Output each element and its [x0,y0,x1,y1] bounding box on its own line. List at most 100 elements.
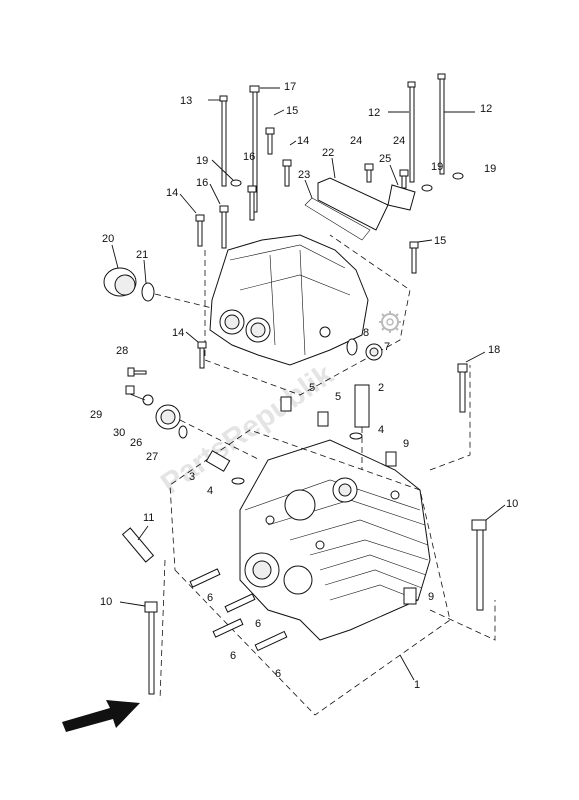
callout-5-b: 5 [335,391,341,403]
bolt-24-a [364,163,374,183]
callout-30: 30 [113,427,125,439]
bolt-16-top [247,185,257,221]
front-direction-arrow-icon [62,700,140,732]
bolt-guide-right [429,365,471,471]
cap-20 [103,244,137,297]
sensor-11 [121,525,155,563]
bolt-14-lower [185,331,207,369]
dowel-9-bottom [403,587,417,605]
callout-15-top: 15 [286,105,298,117]
oring-27 [178,425,188,439]
callout-25: 25 [379,153,391,165]
callout-18: 18 [488,344,500,356]
leader-1 [399,654,415,681]
callout-9-top: 9 [403,438,409,450]
callout-20: 20 [102,233,114,245]
bolt-24-b [399,169,409,189]
bolt-18 [457,351,486,413]
callout-13: 13 [180,95,192,107]
bolt-29 [125,385,146,401]
callout-14-left: 14 [166,187,178,199]
callout-5-a: 5 [309,382,315,394]
cylinder-head-cover [209,234,369,366]
callout-8: 8 [363,327,369,339]
clip-4-right [349,432,363,440]
callout-22: 22 [322,147,334,159]
washer-30 [142,394,154,406]
pin-5-a [280,396,292,412]
bolt-15-right [409,239,433,274]
bolt-17 [249,85,280,213]
washer-19-right [421,172,464,192]
callout-11: 11 [143,512,154,524]
callout-10-right: 10 [506,498,518,510]
callout-2: 2 [378,382,384,394]
bolt-10-right [471,504,506,611]
gasket-22 [317,157,389,231]
callout-17: 17 [284,81,296,93]
bolt-guide-left [159,559,166,701]
leader-26 [179,419,261,461]
callout-24-b: 24 [393,135,405,147]
bolt-guide-right2 [429,600,496,641]
callout-28: 28 [116,345,128,357]
head-boundary [169,429,451,716]
stud-6-a [189,568,221,588]
callout-7: 7 [384,341,390,353]
callout-27: 27 [146,451,158,463]
stud-6-c [212,618,244,638]
guide-2 [354,384,370,470]
stud-6-d [254,630,288,652]
gear-icon [379,311,401,333]
callout-6-c: 6 [230,650,236,662]
bolt-10-left [119,601,158,695]
washer-19-left [211,159,242,187]
oring-8 [346,338,358,356]
bolt-16-mid [209,183,229,249]
callout-19-mid: 19 [431,161,443,173]
bolt-12-left [388,81,416,183]
callout-4-left: 4 [207,485,213,497]
callout-1: 1 [414,679,420,691]
callout-26: 26 [130,437,142,449]
cover-26 [155,404,181,430]
callout-24-a: 24 [350,135,362,147]
guide-3 [205,450,231,472]
bolt-14-top [282,140,297,187]
callout-19-left: 19 [196,155,208,167]
callout-15-right: 15 [434,235,446,247]
callout-6-b: 6 [255,618,261,630]
clip-4-left [231,477,245,485]
callout-16-mid: 16 [196,177,208,189]
gasket-23 [304,179,371,241]
bolt-15-top [265,109,285,155]
cylinder-head [239,439,431,641]
callout-12-left: 12 [368,107,380,119]
callout-14-top: 14 [297,135,309,147]
stud-6-b [224,593,256,613]
bolt-13 [208,95,228,187]
callout-labels: 13 17 15 14 16 19 16 14 22 24 24 25 23 1… [90,81,518,691]
callout-19-right: 19 [484,163,496,175]
bracket-25 [387,164,416,211]
callout-29: 29 [90,409,102,421]
callout-6-d: 6 [275,668,281,680]
callout-21: 21 [136,249,148,261]
oring-21 [141,259,213,309]
dowel-9-top [385,451,397,467]
pin-5-b [317,411,329,427]
bolt-12-right [437,73,475,175]
callout-10-left: 10 [100,596,112,608]
bolt-14-left [179,193,205,247]
callout-16-top: 16 [243,151,255,163]
callout-23: 23 [298,169,310,181]
bolt-28 [127,367,147,377]
callout-9-bottom: 9 [428,591,434,603]
plug-7 [365,343,383,361]
callout-12-right: 12 [480,103,492,115]
callout-3: 3 [189,471,195,483]
callout-14-lower: 14 [172,327,184,339]
callout-6-a: 6 [207,592,213,604]
